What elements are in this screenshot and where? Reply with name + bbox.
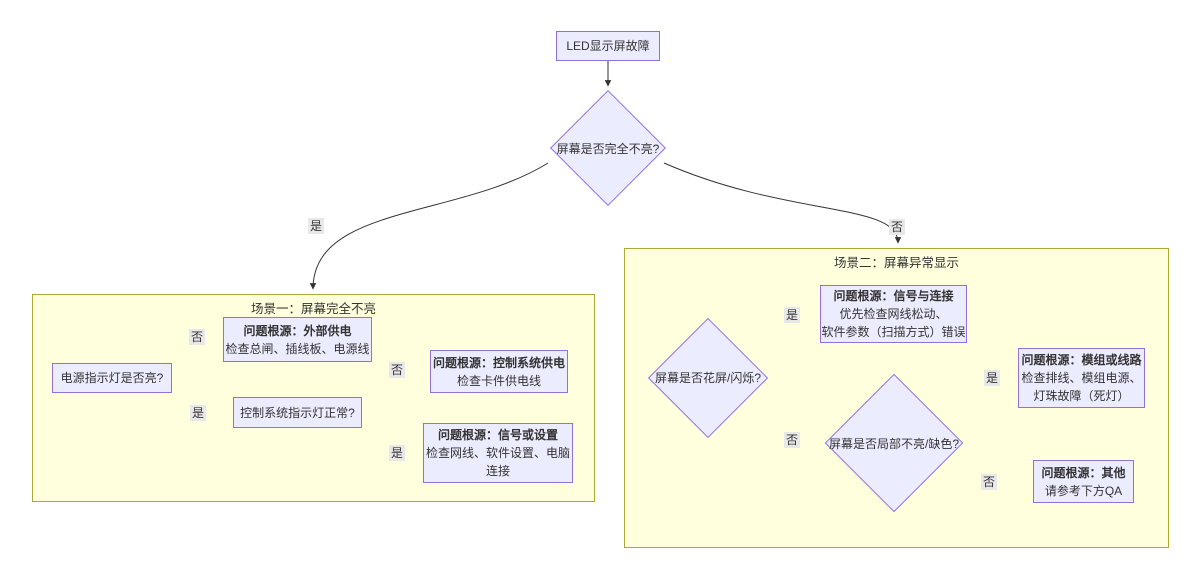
node-external-power: 问题根源：外部供电 检查总闸、插线板、电源线 (223, 317, 372, 362)
node-root-label: LED显示屏故障 (566, 39, 650, 53)
node-control-power-desc: 检查卡件供电线 (456, 373, 541, 388)
node-module-wiring: 问题根源：模组或线路 检查排线、模组电源、 灯珠故障（死灯） (1018, 348, 1145, 408)
decision-main: 屏幕是否完全不亮? (550, 90, 666, 206)
node-control-power-title: 问题根源：控制系统供电 (432, 355, 565, 370)
node-signal-settings: 问题根源：信号或设置 检查网线、软件设置、电脑 连接 (423, 423, 573, 483)
edge-label-flicker-no: 否 (783, 432, 801, 448)
edge-main-yes-to-scenario1 (309, 162, 549, 290)
decision-partial: 屏幕是否局部不亮/缺色? (824, 373, 964, 513)
node-signal-connection-title: 问题根源：信号与连接 (833, 289, 954, 303)
edge-label-control-no: 否 (388, 362, 406, 378)
node-signal-connection-desc: 优先检查网线松动、 软件参数（扫描方式）错误 (821, 307, 966, 339)
node-other-title: 问题根源：其他 (1041, 465, 1126, 480)
decision-partial-label: 屏幕是否局部不亮/缺色? (828, 436, 959, 451)
edge-main-no-to-scenario2 (663, 162, 902, 244)
node-external-power-title: 问题根源：外部供电 (243, 323, 352, 338)
scenario1-title: 场景一：屏幕完全不亮 (250, 302, 376, 316)
edge-label-main-yes: 是 (307, 218, 325, 234)
edge-label-power-yes: 是 (189, 405, 207, 421)
node-signal-settings-title: 问题根源：信号或设置 (437, 428, 558, 442)
node-signal-settings-desc: 检查网线、软件设置、电脑 连接 (425, 446, 570, 478)
edge-label-partial-no: 否 (980, 474, 998, 490)
edge-label-control-yes: 是 (388, 445, 406, 461)
node-control-power: 问题根源：控制系统供电 检查卡件供电线 (430, 350, 568, 393)
edge-label-main-no: 否 (888, 219, 906, 235)
decision-main-label: 屏幕是否完全不亮? (556, 141, 660, 156)
node-module-wiring-title: 问题根源：模组或线路 (1021, 353, 1142, 367)
node-root: LED显示屏故障 (556, 31, 660, 61)
node-signal-connection: 问题根源：信号与连接 优先检查网线松动、 软件参数（扫描方式）错误 (820, 285, 967, 343)
node-control-light-label: 控制系统指示灯正常? (240, 405, 355, 420)
node-power-light-question: 电源指示灯是否亮? (52, 363, 172, 393)
decision-flicker-label: 屏幕是否花屏/闪烁? (654, 371, 761, 385)
node-other: 问题根源：其他 请参考下方QA (1033, 460, 1134, 503)
node-module-wiring-desc: 检查排线、模组电源、 灯珠故障（死灯） (1021, 371, 1142, 403)
edge-label-partial-yes: 是 (983, 370, 1001, 386)
node-external-power-desc: 检查总闸、插线板、电源线 (225, 341, 370, 356)
decision-flicker: 屏幕是否花屏/闪烁? (647, 317, 769, 438)
edge-label-power-no: 否 (188, 329, 206, 345)
node-control-light-question: 控制系统指示灯正常? (233, 397, 362, 428)
node-other-desc: 请参考下方QA (1044, 483, 1123, 498)
scenario2-title: 场景二：屏幕异常显示 (833, 256, 959, 270)
node-power-light-label: 电源指示灯是否亮? (60, 371, 164, 385)
edge-label-flicker-yes: 是 (783, 307, 801, 323)
